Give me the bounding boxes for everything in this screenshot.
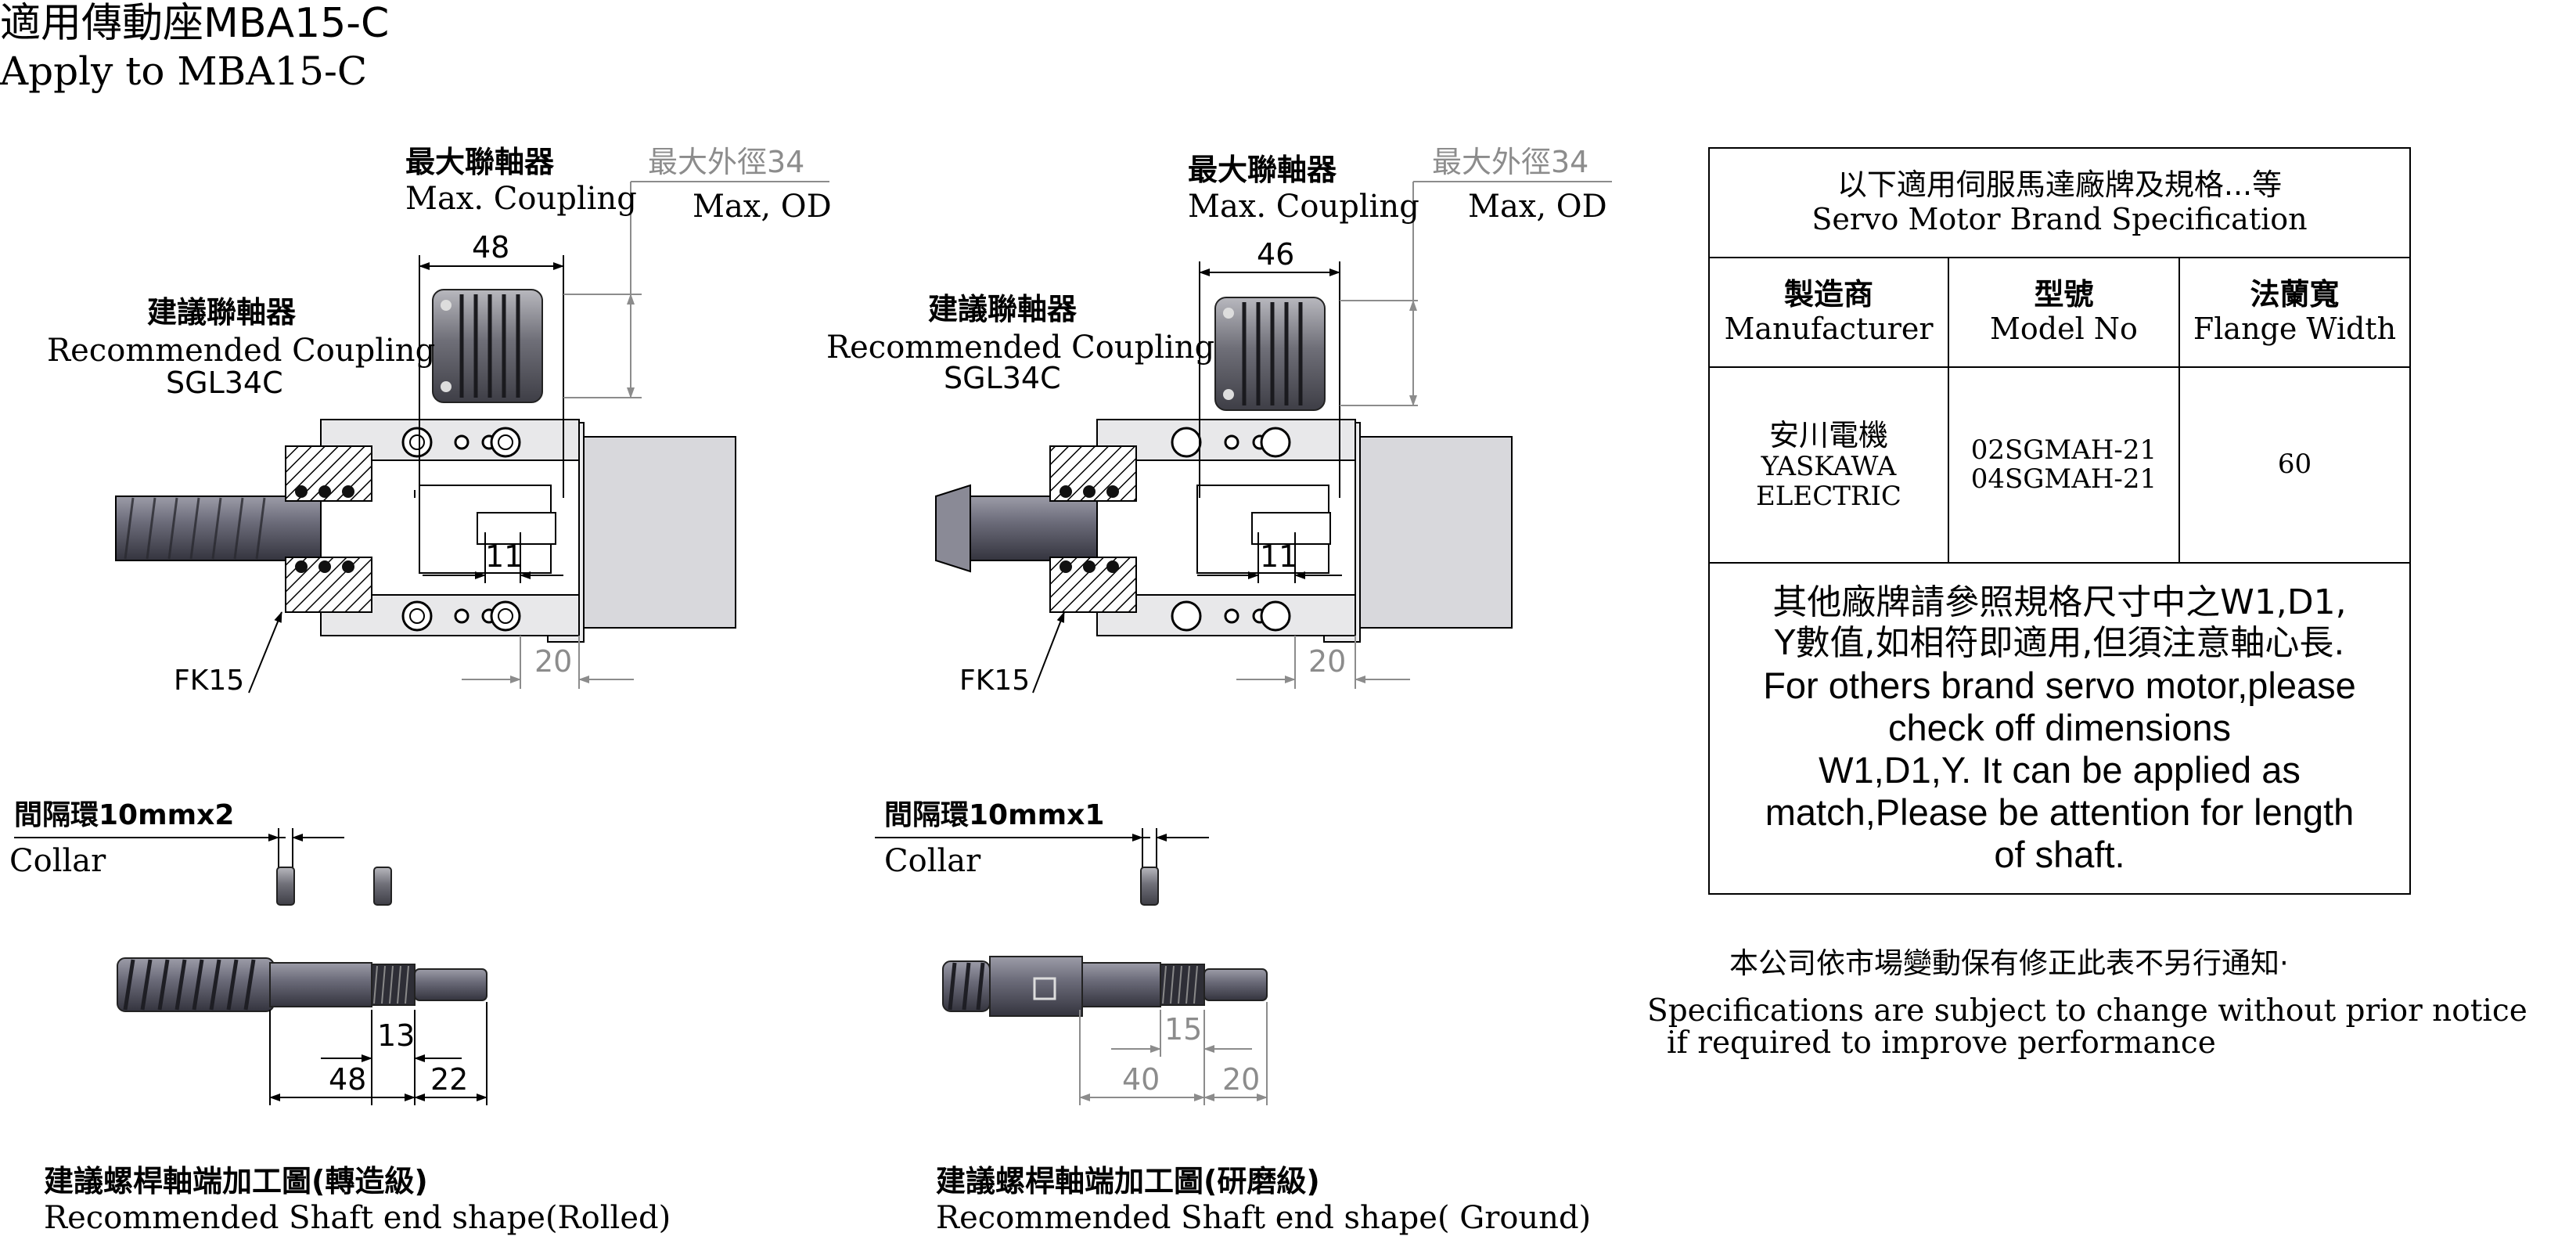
dim-11-right: 11 [1260, 539, 1298, 574]
flange-cell: 60 [2178, 368, 2409, 562]
motor-body [578, 436, 736, 629]
shaft-dim-13: 13 [377, 1018, 416, 1053]
coupling-length-dim: 48 [472, 230, 510, 265]
rec-coupling-label-zh-right: 建議聯軸器 [928, 292, 1078, 326]
table-row: 安川電機 YASKAWA ELECTRIC 02SGMAH-21 04SGMAH… [1710, 368, 2409, 564]
shaft-dim-15: 15 [1164, 1012, 1203, 1047]
shaft-title-en-right: Recommended Shaft end shape( Ground) [936, 1200, 1592, 1236]
disclaimer-en-line2: if required to improve performance [1667, 1025, 2216, 1061]
page-title: 適用傳動座MBA15-C [0, 0, 390, 47]
rec-coupling-label-en-right: Recommended Coupling [826, 330, 1215, 366]
dim-20: 20 [534, 644, 573, 679]
column-header: 型號 Model No [1947, 258, 2178, 366]
compatibility-note: 其他廠牌請參照規格尺寸中之W1,D1, Y數值,如相符即適用,但須注意軸心長. … [1763, 582, 2356, 876]
dim-20-right: 20 [1308, 644, 1347, 679]
shaft-title-en-left: Recommended Shaft end shape(Rolled) [44, 1200, 671, 1236]
max-coupling-label-zh: 最大聯軸器 [405, 145, 555, 179]
table-header-zh: 以下適用伺服馬達廠牌及規格...等 [1837, 168, 2283, 203]
right-assembly [935, 181, 1612, 694]
rec-coupling-label-zh: 建議聯軸器 [147, 295, 297, 330]
collar-left [14, 828, 392, 906]
page-subtitle: Apply to MBA15-C [0, 49, 368, 94]
shaft-dim-20: 20 [1222, 1062, 1261, 1097]
max-coupling-label-en: Max. Coupling [405, 181, 637, 217]
shaft-dim-40: 40 [1122, 1062, 1160, 1097]
rec-coupling-label-en: Recommended Coupling [47, 333, 436, 369]
bearing-label-right: FK15 [959, 665, 1031, 697]
column-header: 製造商 Manufacturer [1724, 277, 1934, 346]
table-column-row: 製造商 Manufacturer 型號 Model No 法蘭寬 Flange … [1710, 258, 2409, 368]
model-cell: 02SGMAH-21 04SGMAH-21 [1947, 368, 2178, 562]
shaft-dim-48: 48 [329, 1062, 367, 1097]
collar-label-zh-right: 間隔環10mmx1 [884, 799, 1105, 831]
rec-coupling-model-right: SGL34C [944, 361, 1061, 395]
dim-11: 11 [485, 539, 523, 574]
collar-label-zh: 間隔環10mmx2 [14, 799, 235, 831]
shaft-title-zh-left: 建議螺桿軸端加工圖(轉造級) [44, 1164, 428, 1198]
table-header-en: Servo Motor Brand Specification [1811, 202, 2308, 236]
coupling-image [432, 289, 543, 403]
rec-coupling-model: SGL34C [166, 366, 283, 400]
max-coupling-label-zh-right: 最大聯軸器 [1188, 153, 1337, 187]
bearing-label: FK15 [174, 665, 245, 697]
manufacturer-cell: 安川電機 YASKAWA ELECTRIC [1755, 417, 1901, 512]
max-coupling-label-en-right: Max. Coupling [1188, 189, 1419, 225]
column-header: 法蘭寬 Flange Width [2178, 258, 2409, 366]
shaft-dim-22: 22 [430, 1062, 469, 1097]
shaft-title-zh-right: 建議螺桿軸端加工圖(研磨級) [936, 1164, 1320, 1198]
shaft-end-ground [942, 956, 1268, 1105]
max-od-label-en-right: Max, OD [1468, 189, 1607, 225]
servo-spec-table: 以下適用伺服馬達廠牌及規格...等 Servo Motor Brand Spec… [1708, 147, 2411, 895]
disclaimer-en-line1: Specifications are subject to change wit… [1647, 993, 2527, 1029]
max-od-label-en: Max, OD [693, 189, 832, 225]
shaft-end-rolled [117, 957, 487, 1105]
max-od-label-zh: 最大外徑34 [648, 145, 805, 179]
collar-right [875, 828, 1209, 906]
collar-label-en-right: Collar [884, 843, 981, 879]
coupling-image-right [1214, 297, 1326, 411]
disclaimer-zh: 本公司依市場變動保有修正此表不另行通知· [1729, 946, 2289, 980]
table-header-row: 以下適用伺服馬達廠牌及規格...等 Servo Motor Brand Spec… [1710, 149, 2409, 258]
left-assembly [115, 181, 829, 694]
collar-label-en: Collar [9, 843, 106, 879]
max-od-label-zh-right: 最大外徑34 [1432, 145, 1589, 179]
coupling-length-dim-right: 46 [1257, 237, 1295, 272]
